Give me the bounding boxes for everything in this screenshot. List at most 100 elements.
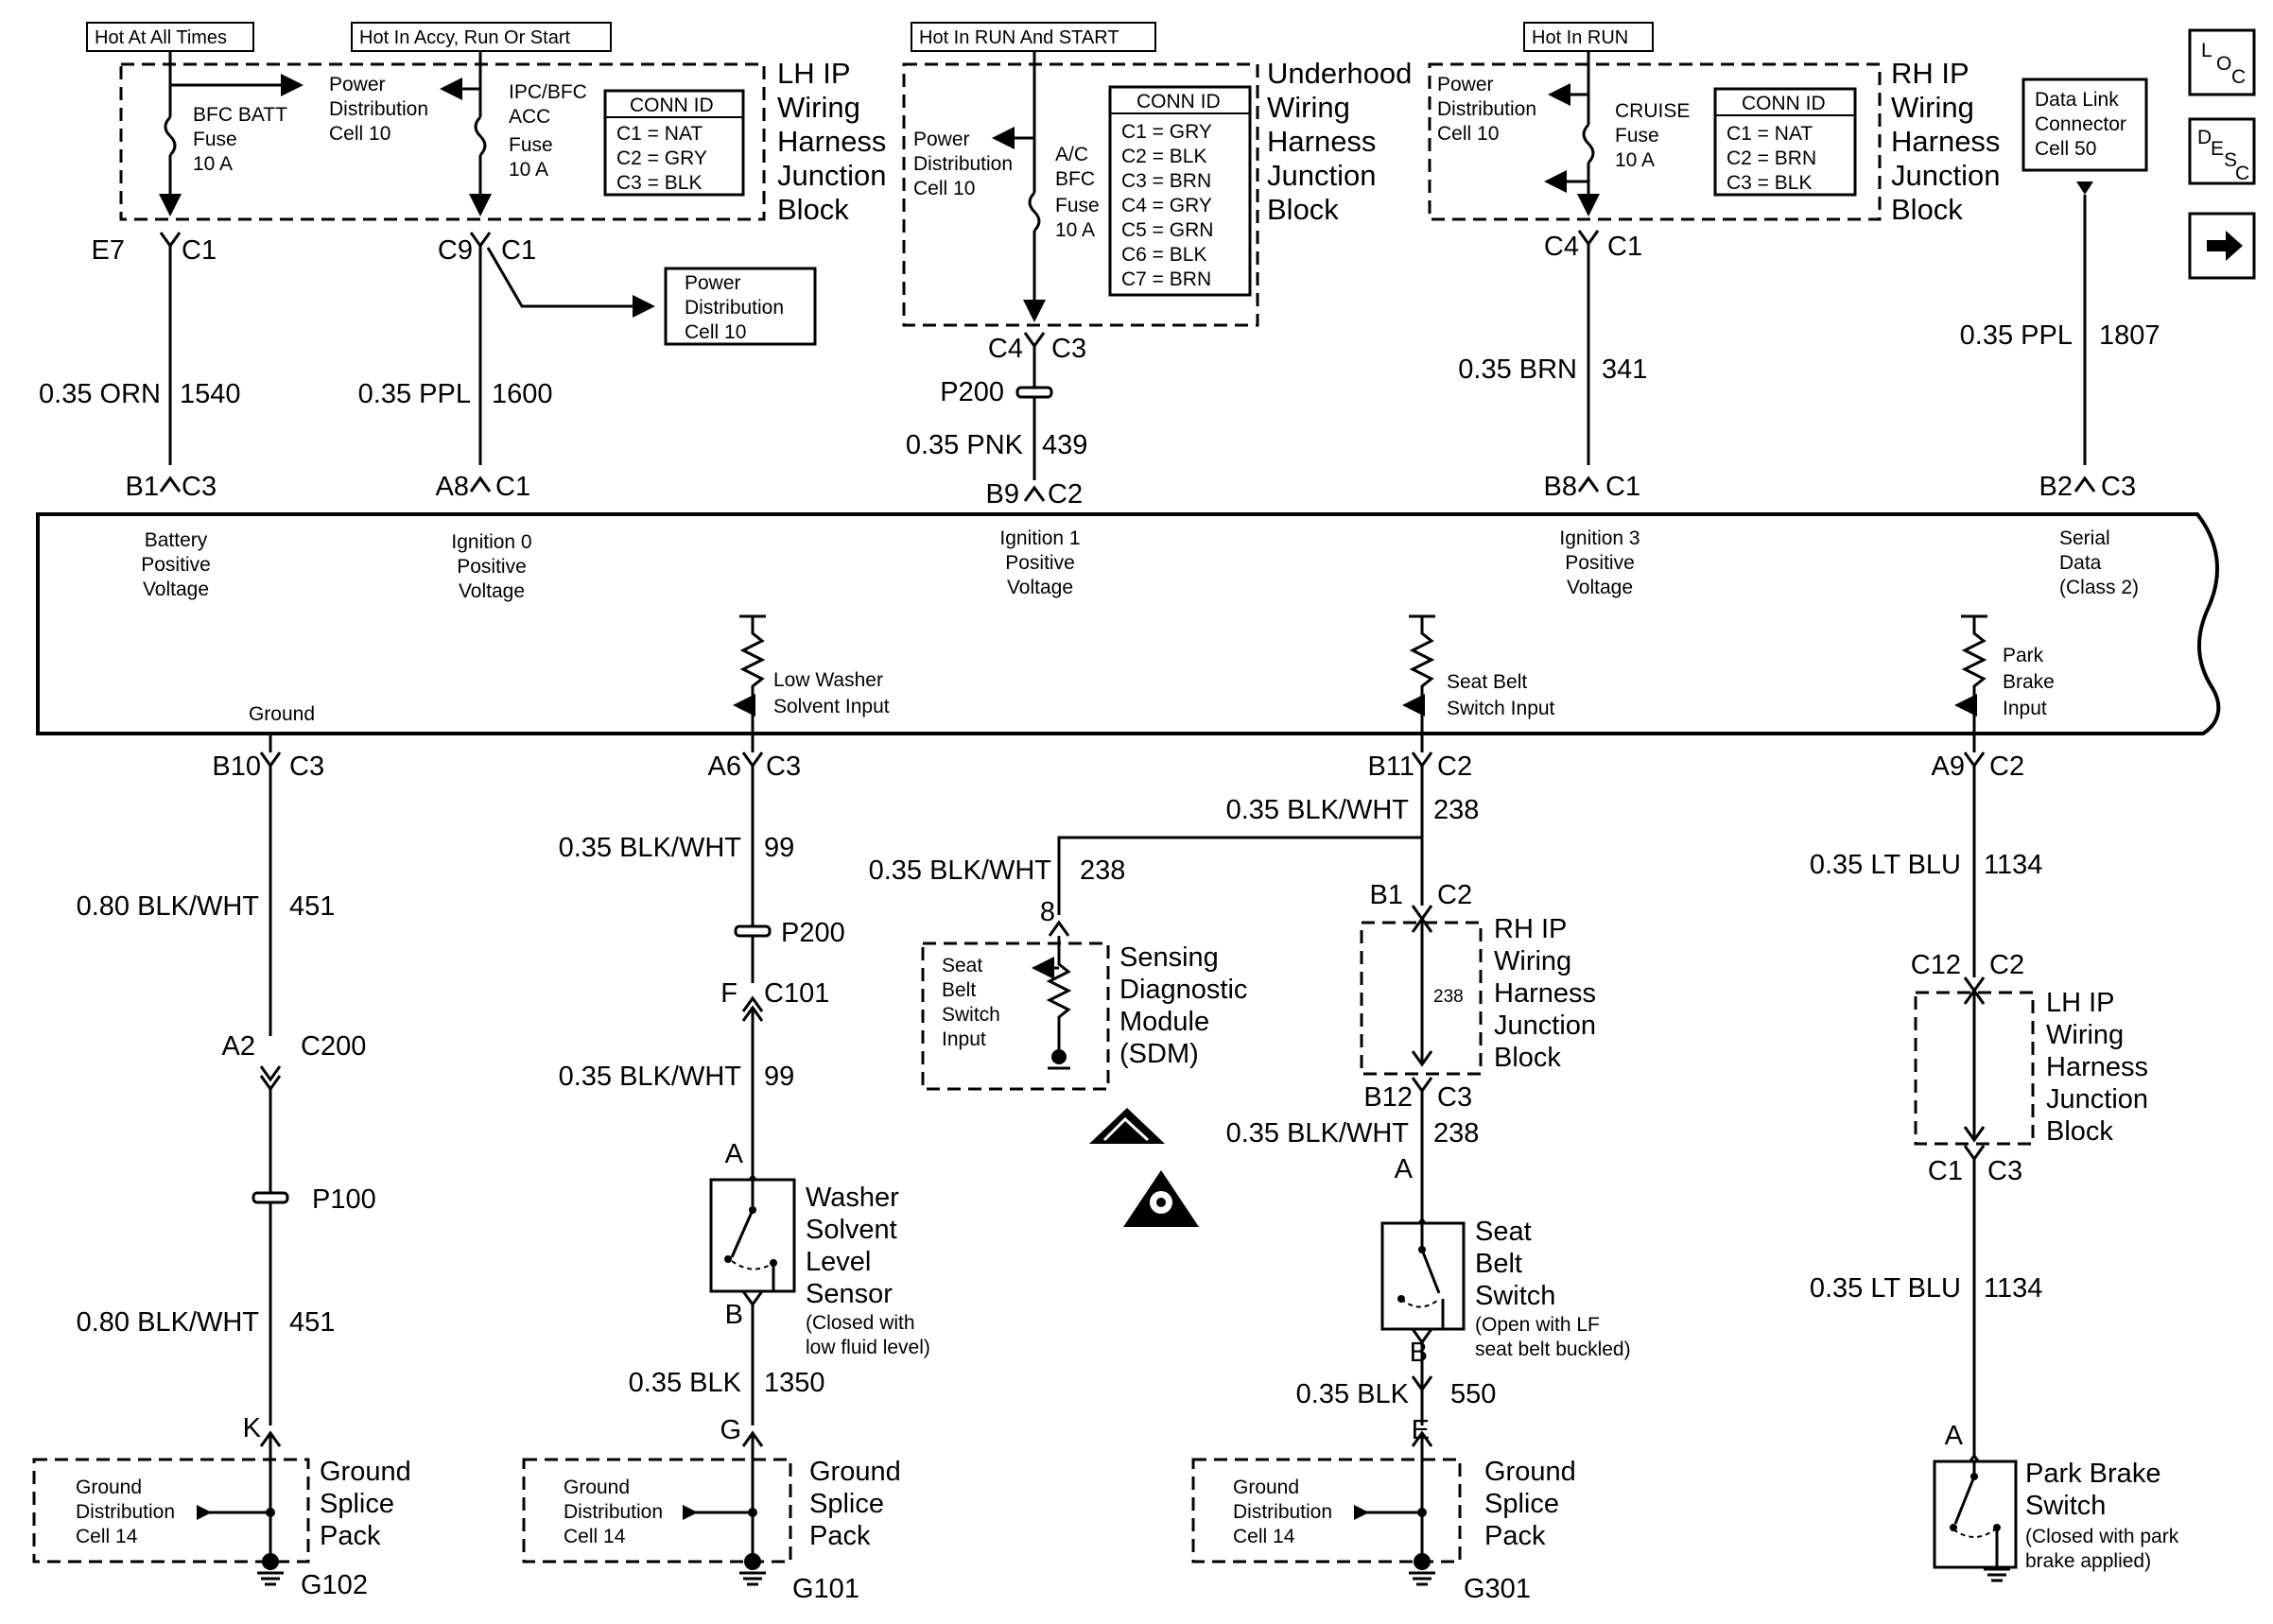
- underhood-junction-block: [902, 62, 1259, 327]
- svg-text:Ground: Ground: [76, 1477, 142, 1498]
- park-brake-pullup-resistor-icon: [1954, 614, 1987, 734]
- svg-text:Ground: Ground: [1484, 1457, 1576, 1487]
- svg-text:A2: A2: [222, 1031, 255, 1062]
- park-brake-switch: Park Brake Switch (Closed with park brak…: [1933, 1459, 2179, 1582]
- svg-text:Low Washer: Low Washer: [773, 669, 883, 691]
- ground-icon: [257, 1571, 284, 1586]
- location-button[interactable]: L O C: [2188, 28, 2256, 96]
- svg-text:Belt: Belt: [942, 979, 976, 1001]
- rh-ip-junction-block-top: [1428, 62, 1882, 221]
- desc-letter-s: S: [2224, 149, 2237, 171]
- svg-text:Junction: Junction: [1267, 159, 1376, 192]
- svg-text:Switch: Switch: [942, 1004, 1000, 1026]
- svg-text:F: F: [720, 978, 737, 1009]
- underhood-junction-block-label: Underhood Wiring Harness Junction Block: [1267, 57, 1412, 226]
- svg-text:Washer: Washer: [806, 1183, 899, 1213]
- svg-text:C2: C2: [1437, 880, 1472, 910]
- svg-text:451: 451: [289, 891, 335, 922]
- svg-text:Harness: Harness: [777, 125, 886, 158]
- svg-text:0.35 BLK/WHT: 0.35 BLK/WHT: [559, 833, 742, 863]
- svg-text:Distribution: Distribution: [913, 153, 1013, 175]
- svg-text:1540: 1540: [180, 379, 241, 409]
- svg-text:A: A: [725, 1139, 744, 1169]
- seat-belt-switch: Seat Belt Switch (Open with LF seat belt…: [1380, 1217, 1631, 1360]
- svg-text:Ground: Ground: [564, 1477, 630, 1498]
- svg-text:low fluid level): low fluid level): [806, 1337, 930, 1358]
- svg-text:RH IP: RH IP: [1891, 57, 1969, 90]
- circuit-451-ground: B10 C3 0.80 BLK/WHT 451 A2 C200 P100 0.8…: [77, 734, 376, 1562]
- svg-text:BFC: BFC: [1055, 168, 1095, 190]
- svg-text:Junction: Junction: [777, 159, 886, 192]
- svg-text:Switch Input: Switch Input: [1447, 698, 1555, 719]
- p200-splice-lower-icon: [734, 924, 772, 938]
- svg-text:Distribution: Distribution: [564, 1501, 663, 1523]
- svg-text:99: 99: [764, 1062, 794, 1092]
- svg-text:99: 99: [764, 833, 794, 863]
- svg-text:Hot In RUN And START: Hot In RUN And START: [919, 27, 1119, 48]
- svg-text:Block: Block: [1267, 193, 1339, 226]
- svg-text:Wiring: Wiring: [777, 91, 860, 124]
- svg-text:Fuse: Fuse: [193, 129, 237, 150]
- low-washer-input-label: Low Washer Solvent Input: [773, 669, 890, 717]
- svg-text:Belt: Belt: [1475, 1249, 1522, 1279]
- desc-letter-c: C: [2235, 163, 2249, 184]
- svg-text:IPC/BFC: IPC/BFC: [509, 81, 587, 103]
- svg-text:Junction: Junction: [1494, 1011, 1596, 1041]
- svg-text:Cell 10: Cell 10: [1437, 123, 1499, 145]
- svg-text:Wiring: Wiring: [2046, 1020, 2124, 1050]
- svg-text:0.35 BLK: 0.35 BLK: [629, 1368, 742, 1398]
- ground-icon: [1409, 1571, 1435, 1586]
- svg-text:Ground: Ground: [320, 1457, 411, 1487]
- ipc-acc-fuse-label: IPC/BFC ACC Fuse 10 A: [509, 81, 587, 181]
- svg-text:G301: G301: [1464, 1574, 1531, 1604]
- svg-text:RH IP: RH IP: [1494, 914, 1567, 944]
- svg-text:0.35 LT BLU: 0.35 LT BLU: [1810, 1273, 1961, 1304]
- seat-belt-pullup-resistor-icon: [1402, 614, 1435, 734]
- svg-text:Positive: Positive: [1565, 552, 1635, 574]
- svg-text:Distribution: Distribution: [76, 1501, 175, 1523]
- svg-text:Harness: Harness: [1267, 125, 1376, 158]
- svg-text:C1 = GRY: C1 = GRY: [1121, 121, 1212, 143]
- svg-text:Block: Block: [2046, 1116, 2113, 1147]
- lh-ip-junction-block-top: [119, 62, 766, 221]
- svg-text:0.35 PPL: 0.35 PPL: [358, 379, 471, 409]
- svg-text:Seat: Seat: [942, 955, 982, 976]
- svg-text:10 A: 10 A: [193, 153, 233, 175]
- svg-text:Hot At All Times: Hot At All Times: [95, 27, 227, 48]
- svg-text:Cell 10: Cell 10: [913, 178, 975, 199]
- svg-text:0.35 LT BLU: 0.35 LT BLU: [1810, 850, 1961, 880]
- svg-text:C1: C1: [1607, 232, 1642, 262]
- svg-text:Power: Power: [913, 129, 970, 150]
- svg-text:A: A: [1395, 1154, 1414, 1184]
- svg-text:Wiring: Wiring: [1494, 946, 1571, 976]
- svg-text:CRUISE: CRUISE: [1615, 100, 1690, 122]
- svg-text:C4: C4: [988, 334, 1023, 364]
- svg-text:0.35 BLK: 0.35 BLK: [1296, 1379, 1410, 1409]
- svg-text:C101: C101: [764, 978, 829, 1009]
- low-washer-pullup-resistor-icon: [733, 614, 766, 734]
- svg-text:0.80 BLK/WHT: 0.80 BLK/WHT: [77, 891, 260, 922]
- svg-text:(Class 2): (Class 2): [2059, 577, 2139, 598]
- svg-text:0.35 BLK/WHT: 0.35 BLK/WHT: [559, 1062, 742, 1092]
- svg-text:1350: 1350: [764, 1368, 825, 1398]
- svg-text:C2: C2: [1989, 950, 2024, 980]
- description-button[interactable]: D E S C: [2188, 117, 2256, 185]
- svg-text:1134: 1134: [1984, 850, 2042, 880]
- next-page-button[interactable]: [2188, 212, 2256, 280]
- svg-text:brake applied): brake applied): [2025, 1550, 2151, 1572]
- svg-text:CONN ID: CONN ID: [1742, 93, 1826, 114]
- svg-text:Ground: Ground: [1233, 1477, 1299, 1498]
- svg-text:Sensing: Sensing: [1119, 942, 1219, 973]
- svg-text:341: 341: [1602, 354, 1647, 385]
- svg-text:Junction: Junction: [1891, 159, 2000, 192]
- svg-text:Distribution: Distribution: [329, 98, 428, 120]
- arrow-right-icon: [2207, 231, 2243, 261]
- ground-icon: [1984, 1567, 2010, 1582]
- ignition-0-label: Ignition 0 Positive Voltage: [451, 531, 531, 602]
- svg-text:Voltage: Voltage: [1007, 577, 1073, 598]
- svg-text:C12: C12: [1911, 950, 1961, 980]
- svg-text:K: K: [243, 1413, 262, 1443]
- svg-text:E7: E7: [92, 235, 125, 266]
- ac-bfc-fuse-icon: [1028, 191, 1041, 233]
- svg-text:B1: B1: [1370, 880, 1403, 910]
